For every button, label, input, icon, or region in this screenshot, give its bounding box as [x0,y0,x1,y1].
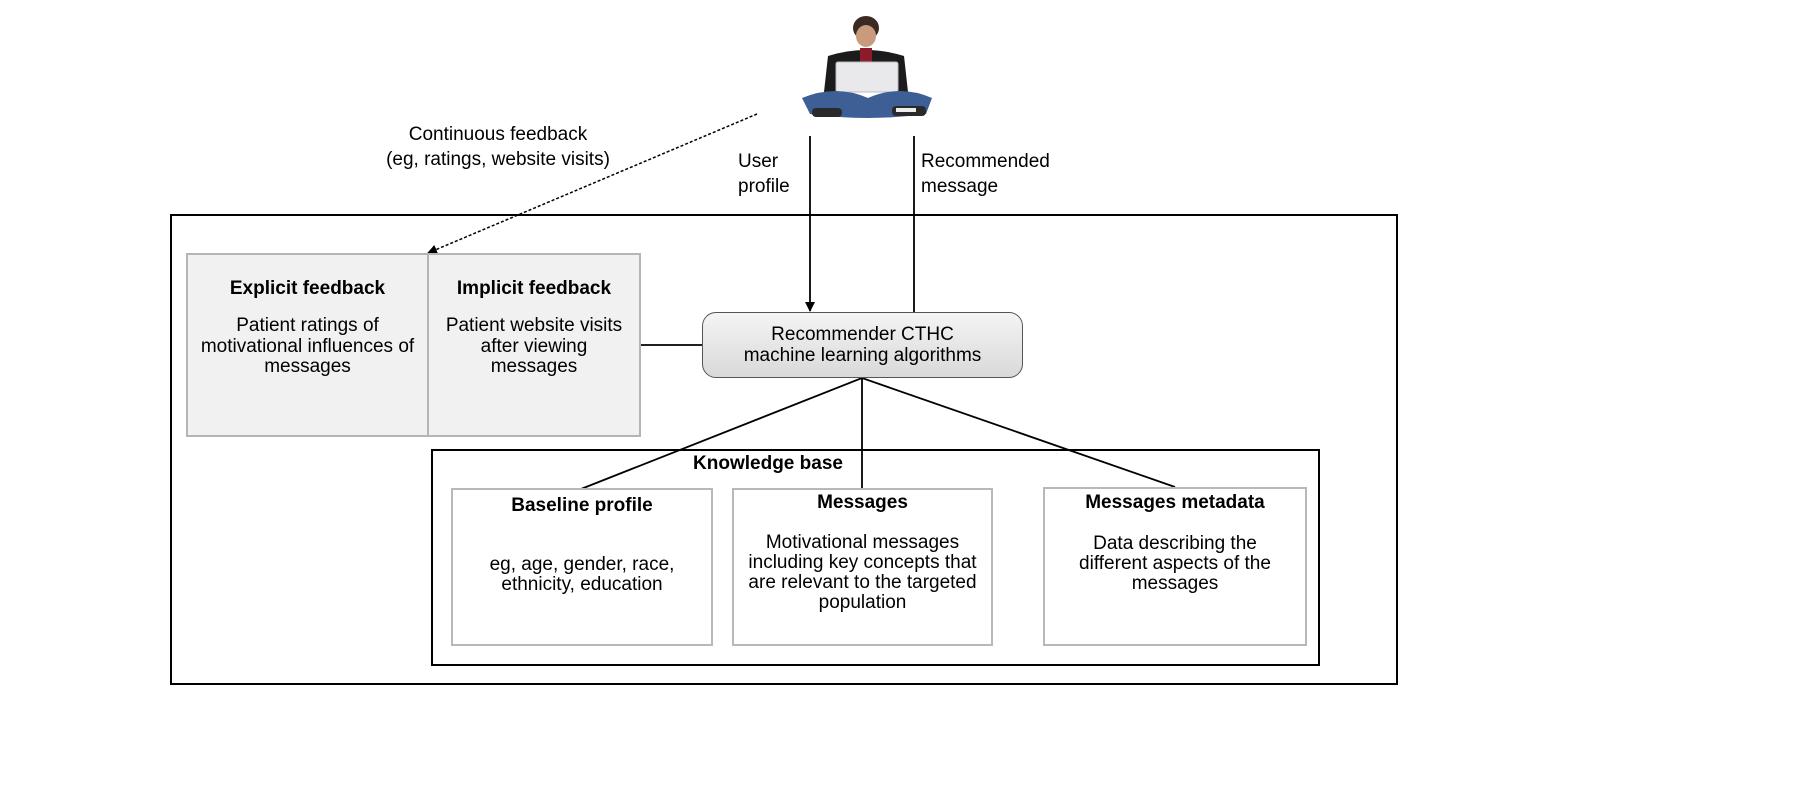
messages-metadata-line: Data describing the [1093,533,1257,554]
messages-line: population [818,592,907,613]
explicit-feedback-line: Patient ratings of [236,315,379,336]
system-boundary [170,214,1398,685]
implicit-feedback-line: after viewing [480,335,588,357]
messages-description: Motivational messages including key conc… [734,533,991,613]
messages-metadata-line: different aspects of the [1079,553,1271,574]
messages-title: Messages [817,492,908,513]
explicit-feedback-line: motivational influences of [200,335,415,357]
recommender-label: Recommender CTHC machine learning algori… [744,324,982,366]
feedback-panel [186,253,641,437]
person-with-laptop-icon [796,14,940,130]
continuous-feedback-line2: (eg, ratings, website visits) [386,149,610,170]
messages-line: are relevant to the targeted [748,572,977,593]
messages-line: Motivational messages [765,532,960,553]
recommended-message-label-line1: Recommended [921,151,1050,172]
baseline-profile-description: eg, age, gender, race, ethnicity, educat… [453,555,711,595]
explicit-feedback-node: Explicit feedback Patient ratings of mot… [188,278,427,378]
explicit-feedback-title: Explicit feedback [229,278,386,299]
messages-metadata-node: Messages metadata Data describing the di… [1043,487,1307,646]
implicit-feedback-description: Patient website visits after viewing mes… [429,315,639,378]
implicit-feedback-node: Implicit feedback Patient website visits… [429,278,639,378]
baseline-profile-line: ethnicity, education [501,574,663,595]
knowledge-base-frame [431,449,1320,666]
knowledge-base-title: Knowledge base [693,453,843,474]
baseline-profile-node: Baseline profile eg, age, gender, race, … [451,488,713,646]
implicit-feedback-title: Implicit feedback [456,278,612,299]
user-profile-label: User profile [738,151,790,198]
recommended-message-label: Recommended message [921,151,1050,198]
explicit-feedback-line: messages [264,356,351,377]
implicit-feedback-line: messages [490,356,578,377]
messages-line: including key concepts that [748,552,977,573]
user-profile-label-line2: profile [738,176,790,197]
user-profile-label-line1: User [738,151,779,172]
recommended-message-label-line2: message [921,176,999,197]
messages-metadata-line: messages [1131,573,1219,594]
baseline-profile-title: Baseline profile [511,495,653,516]
recommender-label-line2: machine learning algorithms [743,345,982,366]
messages-metadata-title: Messages metadata [1085,492,1265,513]
baseline-profile-line: eg, age, gender, race, [489,554,675,575]
messages-node: Messages Motivational messages including… [732,488,993,646]
recommender-node: Recommender CTHC machine learning algori… [702,312,1023,378]
implicit-feedback-line: Patient website visits [445,315,623,336]
continuous-feedback-line1: Continuous feedback [408,124,588,145]
feedback-divider [427,255,429,435]
explicit-feedback-description: Patient ratings of motivational influenc… [188,315,427,378]
continuous-feedback-label: Continuous feedback (eg, ratings, websit… [360,124,636,171]
recommender-label-line1: Recommender CTHC [771,324,954,345]
messages-metadata-description: Data describing the different aspects of… [1045,534,1305,594]
